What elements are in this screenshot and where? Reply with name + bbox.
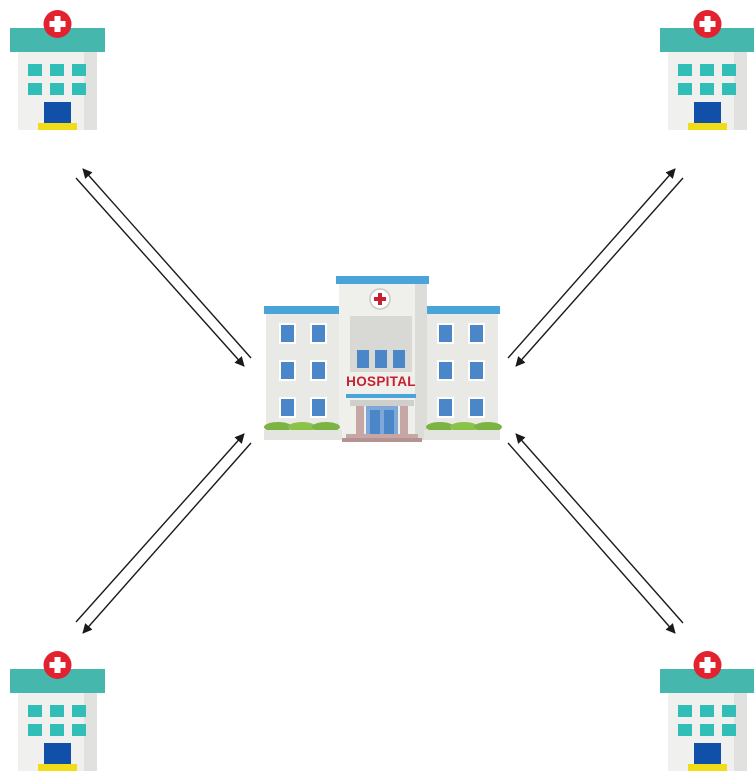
connection-top-left: [75, 168, 252, 367]
arrow-to-clinic: [507, 442, 676, 634]
arrow-to-clinic: [82, 442, 252, 634]
connection-top-right: [507, 168, 684, 367]
arrow-to-central: [515, 177, 684, 367]
arrow-to-central: [75, 177, 245, 367]
connection-bottom-right: [507, 433, 684, 634]
clinic-bottom-left-icon: [10, 651, 105, 771]
clinic-bottom-right-icon: [660, 651, 754, 771]
connection-bottom-left: [75, 433, 252, 634]
clinic-top-right-icon: [660, 10, 754, 130]
arrow-to-clinic: [507, 168, 676, 359]
arrow-to-central: [515, 433, 684, 624]
arrow-to-clinic: [82, 168, 252, 359]
arrow-to-central: [75, 433, 245, 623]
hospital-sign-text: HOSPITAL: [346, 374, 416, 389]
clinic-top-left-icon: [10, 10, 105, 130]
central-hospital-icon: HOSPITAL: [264, 276, 502, 442]
connection-arrows: [75, 168, 684, 634]
